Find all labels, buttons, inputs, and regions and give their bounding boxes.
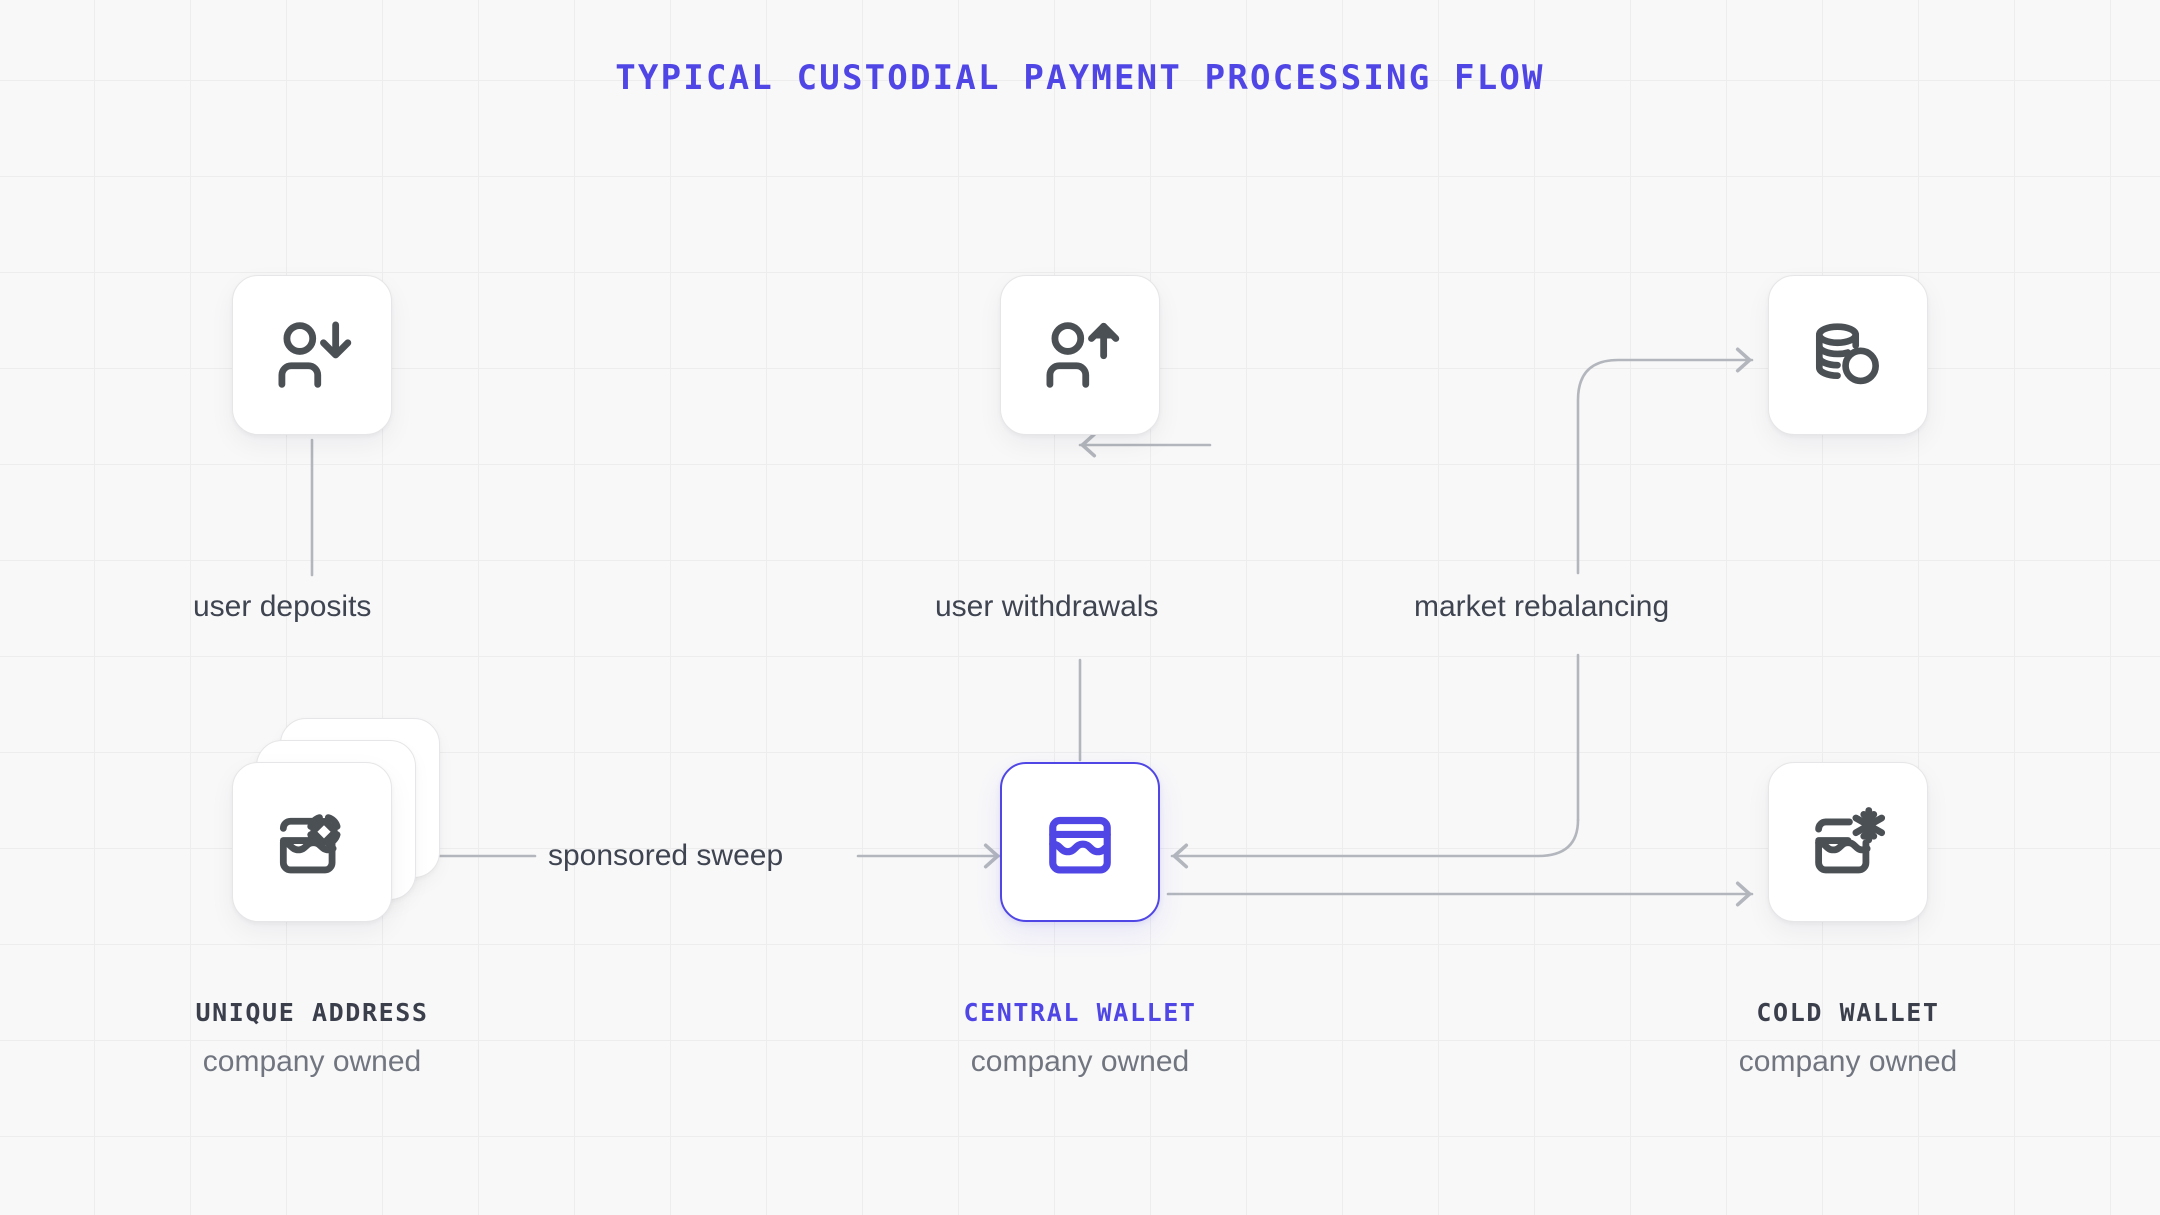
caption-sub-cold-wallet: company owned — [1738, 1045, 1958, 1078]
market-node[interactable] — [1768, 275, 1928, 435]
caption-name-cold-wallet: COLD WALLET — [1756, 998, 1940, 1027]
caption-central-wallet: CENTRAL WALLET company owned — [860, 1000, 1300, 1077]
caption-cold-wallet: COLD WALLET company owned — [1628, 1000, 2068, 1077]
edge-label-user-withdrawals: user withdrawals — [935, 590, 1159, 623]
diagram-title: TYPICAL CUSTODIAL PAYMENT PROCESSING FLO… — [615, 58, 1545, 98]
edge-label-sponsored-sweep: sponsored sweep — [548, 839, 784, 872]
caption-unique-address: UNIQUE ADDRESS company owned — [92, 1000, 532, 1077]
central-wallet-node[interactable] — [1000, 762, 1160, 922]
caption-sub-central-wallet: company owned — [970, 1045, 1190, 1078]
user-withdraw-node[interactable] — [1000, 275, 1160, 435]
caption-name-central-wallet: CENTRAL WALLET — [963, 998, 1197, 1027]
edge-label-user-deposits: user deposits — [193, 590, 372, 623]
wallet-token-icon — [269, 799, 355, 885]
edge-market-to-central — [1170, 818, 1580, 869]
edge-label-market-rebalancing: market rebalancing — [1414, 590, 1670, 623]
caption-name-unique-address: UNIQUE ADDRESS — [195, 998, 429, 1027]
user-deposit-node[interactable] — [232, 275, 392, 435]
coins-stack-icon — [1806, 313, 1890, 397]
caption-sub-unique-address: company owned — [202, 1045, 422, 1078]
user-arrow-up-icon — [1037, 312, 1123, 398]
wallet-snowflake-icon — [1805, 799, 1891, 885]
wallet-icon — [1037, 799, 1123, 885]
unique-address-card-front[interactable] — [232, 762, 392, 922]
cold-wallet-node[interactable] — [1768, 762, 1928, 922]
user-arrow-down-icon — [269, 312, 355, 398]
